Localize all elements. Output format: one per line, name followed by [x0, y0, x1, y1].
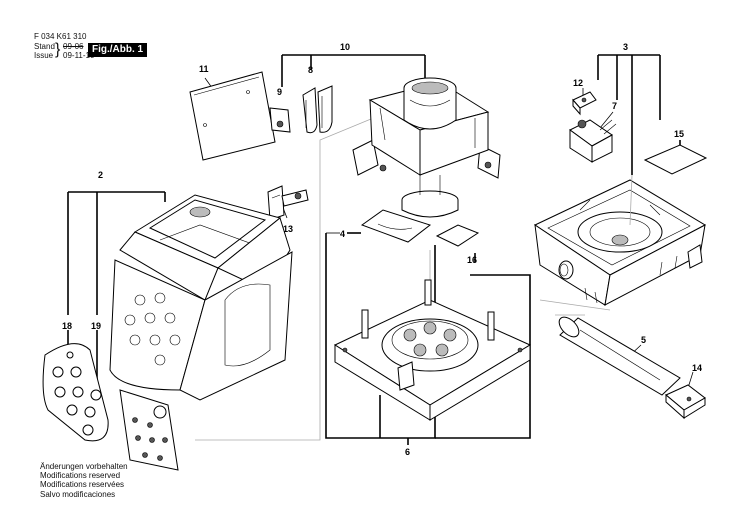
- brace-icon: }: [55, 41, 61, 58]
- part-7-battery-contact: [569, 119, 617, 163]
- callout-15: 15: [674, 129, 684, 139]
- document-number: F 034 K61 310: [34, 32, 87, 41]
- callout-10: 10: [340, 42, 350, 52]
- callout-11: 11: [199, 64, 209, 74]
- callout-2: 2: [98, 170, 103, 180]
- callout-numbers: 10 11 8 9 3 12 7 15 2 13 4 16 18 19 5 14…: [62, 42, 702, 457]
- part-10-laser-head: [352, 77, 501, 218]
- part-8-spring-clip: [302, 85, 333, 134]
- part-12-terminal: [572, 91, 597, 116]
- note-german: Änderungen vorbehalten: [40, 462, 128, 471]
- callout-14: 14: [692, 363, 702, 373]
- part-15-label-plate: [643, 144, 708, 175]
- callout-16: 16: [467, 255, 477, 265]
- callout-18: 18: [62, 321, 72, 331]
- part-6-base-plate: [333, 279, 532, 421]
- stand-label: Stand: [34, 42, 55, 51]
- issue-date: 09-11-10: [63, 51, 95, 60]
- part-9-clip: [269, 107, 291, 133]
- part-13-bracket: [267, 185, 309, 221]
- stand-old-date: 09-06: [63, 42, 84, 51]
- part-16-gasket: [435, 224, 480, 247]
- callout-9: 9: [277, 87, 282, 97]
- part-4-gasket: [360, 209, 432, 243]
- callout-8: 8: [308, 65, 313, 75]
- callout-12: 12: [573, 78, 583, 88]
- callout-leaders: [67, 54, 694, 445]
- part-2-housing: [109, 194, 293, 401]
- callout-6: 6: [405, 447, 410, 457]
- part-5-battery: [558, 316, 681, 396]
- part-19-circuit-board: [119, 389, 179, 471]
- note-spanish: Salvo modificaciones: [40, 489, 116, 499]
- part-3-base-housing: [533, 174, 707, 306]
- callout-7: 7: [612, 101, 617, 111]
- callout-4: 4: [340, 229, 345, 239]
- part-14-battery-cap: [665, 384, 706, 420]
- callout-3: 3: [623, 42, 628, 52]
- note-english: Modifications reserved: [40, 471, 121, 481]
- callout-19: 19: [91, 321, 101, 331]
- figure-label: Fig./Abb. 1: [88, 43, 148, 57]
- issue-label: Issue: [34, 51, 54, 60]
- callout-13: 13: [283, 224, 293, 234]
- part-18-keypad-membrane: [42, 343, 109, 442]
- callout-5: 5: [641, 335, 646, 345]
- disclaimer-notes: Änderungen vorbehalten Modifications res…: [40, 462, 128, 499]
- part-11-cover-plate: [189, 71, 276, 161]
- note-french: Modifications reservées: [40, 480, 125, 490]
